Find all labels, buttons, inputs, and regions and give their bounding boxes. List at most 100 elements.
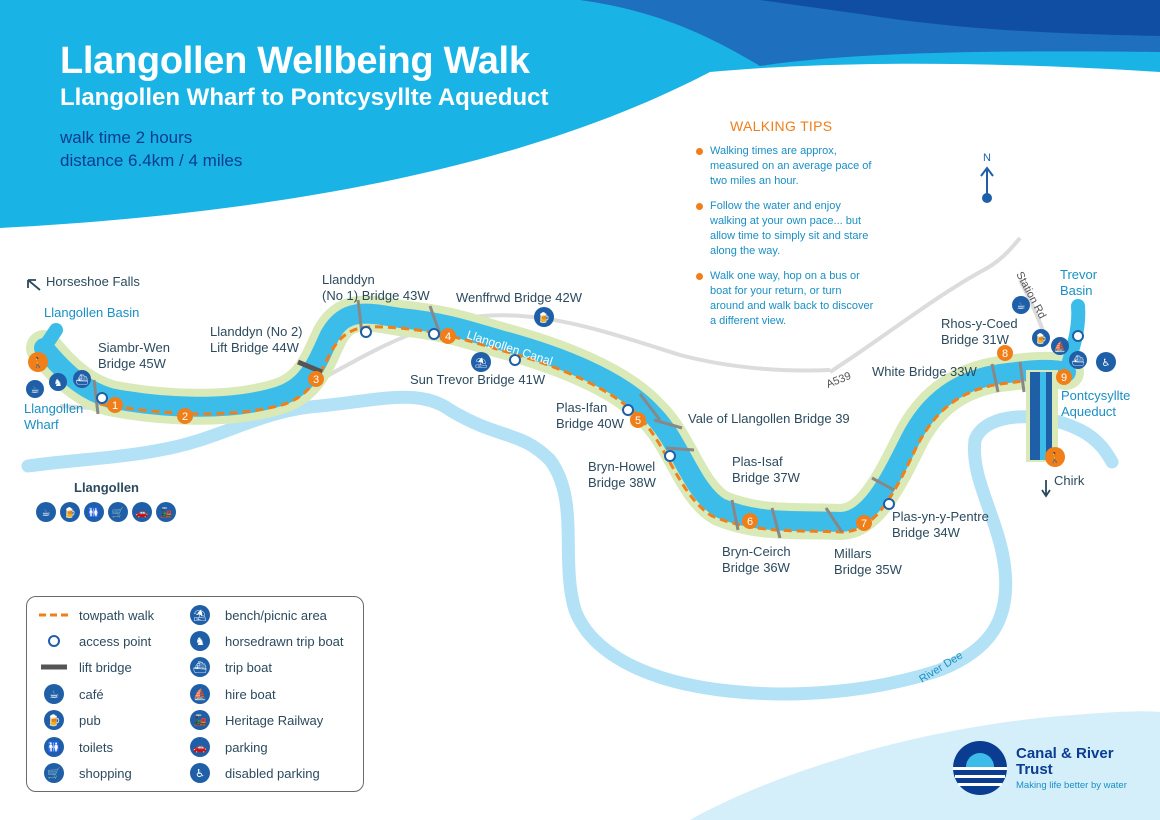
svg-text:♞: ♞ (54, 378, 63, 389)
lift-bridge-icon (41, 664, 67, 670)
llangollen-basin (37, 323, 63, 355)
access-point[interactable] (360, 326, 372, 338)
access-points[interactable] (96, 326, 1084, 510)
logo-name: Canal & River Trust (1016, 745, 1114, 778)
road-a539 (828, 236, 1022, 374)
marker-3: 3 (308, 371, 324, 387)
map-legend: towpath walk access point lift bridge ☕ … (26, 596, 364, 792)
access-point[interactable] (428, 328, 440, 340)
svg-text:🚶: 🚶 (1049, 451, 1061, 464)
bridge-43w-label: Llanddyn(No 1) Bridge 43W (322, 272, 430, 303)
legend-label: shopping (79, 765, 132, 781)
bridge-31w (1018, 361, 1026, 393)
toilets-icon: 🚻 (44, 737, 64, 757)
walking-tip: Follow the water and enjoy walking at yo… (694, 199, 874, 259)
access-point[interactable] (509, 354, 521, 366)
svg-text:N: N (983, 152, 991, 164)
cafe-icon: ☕ (26, 380, 44, 398)
walking-tip: Walk one way, hop on a bus or boat for y… (694, 269, 874, 329)
marker-6: 6 (742, 513, 758, 529)
legend-item: 🚂 Heritage Railway (185, 709, 323, 731)
bridge-33w-label: White Bridge 33W (872, 364, 977, 379)
cafe-icon: ☕ (44, 684, 64, 704)
bridge-45w (92, 379, 100, 415)
towpath-icon (39, 613, 69, 617)
svg-text:☕: ☕ (1017, 301, 1026, 312)
svg-text:4: 4 (445, 331, 451, 343)
legend-item: 🚗 parking (185, 736, 268, 758)
trip-boat-icon: ⛴ (1069, 351, 1087, 369)
logo-tagline: Making life better by water (1016, 780, 1127, 791)
svg-text:🍺: 🍺 (64, 506, 76, 519)
page-title: Llangollen Wellbeing Walk (60, 40, 530, 82)
footer-wave (690, 711, 1160, 820)
walk-time: walk time 2 hours (60, 128, 193, 147)
railway-icon: 🚂 (156, 502, 176, 522)
svg-text:3: 3 (313, 374, 319, 386)
pub-icon: 🍺 (60, 502, 80, 522)
legend-item: 🍺 pub (39, 709, 101, 731)
legend-item: access point (39, 630, 151, 652)
walk-distance: distance 6.4km / 4 miles (60, 151, 243, 170)
horseshoe-falls-label: Horseshoe Falls (46, 274, 140, 289)
shopping-icon: 🛒 (108, 502, 128, 522)
chirk-arrow (1041, 480, 1051, 498)
legend-label: disabled parking (225, 765, 320, 781)
bridge-36w (770, 507, 782, 539)
svg-text:1: 1 (112, 400, 118, 412)
pub-icon: 🍺 (534, 307, 554, 327)
access-point[interactable] (883, 498, 895, 510)
canal-river-trust-logo-mark (953, 741, 1007, 795)
access-point[interactable] (622, 404, 634, 416)
a539-label: A539 (825, 370, 853, 391)
access-point[interactable] (96, 392, 108, 404)
svg-text:2: 2 (182, 411, 188, 423)
bridge-41w-label: Sun Trevor Bridge 41W (410, 372, 546, 387)
legend-label: horsedrawn trip boat (225, 633, 344, 649)
page-subtitle: Llangollen Wharf to Pontcysyllte Aqueduc… (60, 84, 549, 111)
legend-label: lift bridge (79, 659, 132, 675)
walker-icon: 🚶 (28, 352, 48, 372)
legend-item: ☕ café (39, 683, 104, 705)
access-point[interactable] (1072, 330, 1084, 342)
svg-text:9: 9 (1061, 372, 1067, 384)
legend-label: access point (79, 633, 152, 649)
legend-label: Heritage Railway (225, 712, 324, 728)
svg-text:6: 6 (747, 516, 753, 528)
pub-icon: 🍺 (44, 710, 64, 730)
shopping-icon: 🛒 (44, 763, 64, 783)
legend-label: hire boat (225, 686, 276, 702)
svg-text:🍺: 🍺 (1035, 332, 1047, 345)
header-band (0, 0, 1160, 228)
legend-item: lift bridge (39, 656, 132, 678)
svg-text:☕: ☕ (42, 508, 51, 519)
marker-8: 8 (997, 345, 1013, 361)
legend-item: ⛱ bench/picnic area (185, 604, 327, 626)
north-arrow: N (980, 152, 994, 203)
walking-tips: WALKING TIPS Walking times are approx, m… (694, 118, 874, 339)
legend-item: ♞ horsedrawn trip boat (185, 630, 344, 652)
svg-text:⛴: ⛴ (1072, 355, 1085, 367)
map-icons: 🚶 ☕ ♞ ⛴ ⛱ 🍺 ☕ 🍺 ⛵ ⛴ ♿ 🚶 (26, 296, 1116, 467)
disabled-parking-icon: ♿ (1096, 352, 1116, 372)
access-point[interactable] (664, 450, 676, 462)
bridge-40w (638, 393, 662, 421)
hire-boat-icon: ⛵ (190, 684, 210, 704)
access-point-icon (48, 635, 60, 647)
legend-item: 🚻 toilets (39, 736, 113, 758)
svg-text:7: 7 (861, 518, 867, 530)
walking-tips-heading: WALKING TIPS (730, 118, 833, 134)
svg-text:8: 8 (1002, 348, 1008, 360)
bridges (92, 299, 1026, 539)
svg-text:🛒: 🛒 (112, 506, 124, 519)
bridge-42w-label: Wenffrwd Bridge 42W (456, 290, 583, 305)
trip-boat-icon: ⛴ (73, 370, 91, 388)
svg-text:🍺: 🍺 (538, 311, 550, 324)
